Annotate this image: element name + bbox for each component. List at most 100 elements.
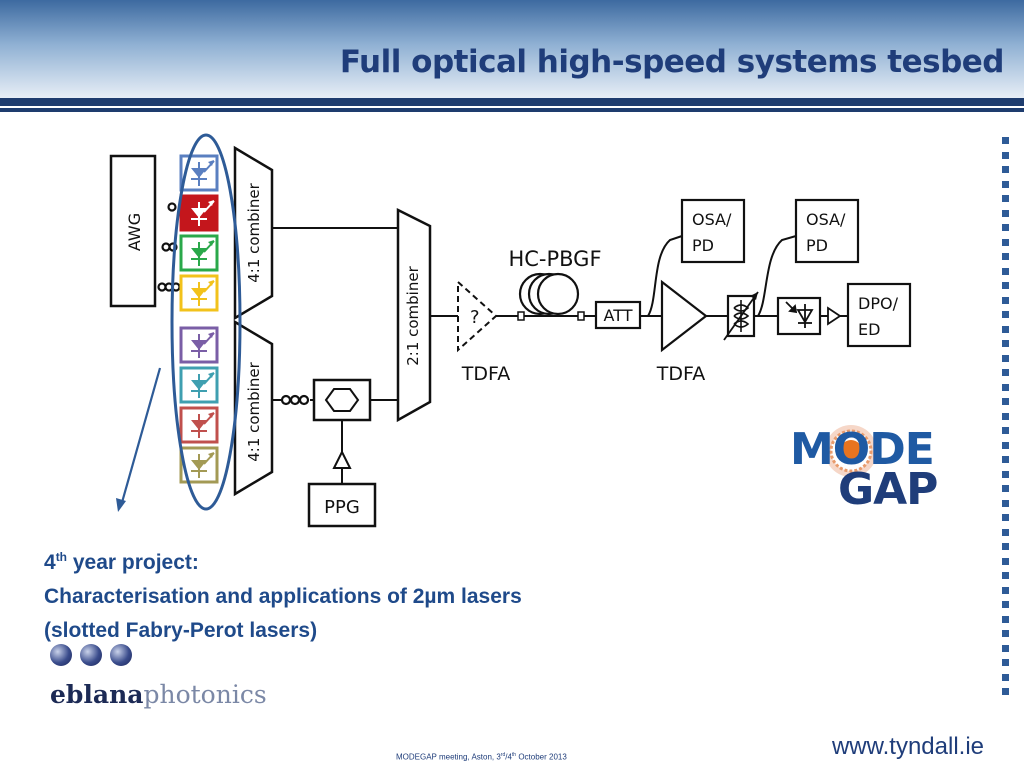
border-dot xyxy=(1002,369,1009,376)
tdfa-unknown-label: ? xyxy=(470,307,480,328)
awg-fiber-coils xyxy=(157,202,181,292)
border-dot xyxy=(1002,441,1009,449)
border-dot xyxy=(1002,325,1009,333)
ppg-box xyxy=(307,482,377,528)
laser-diode-icon xyxy=(179,366,219,404)
photodiode-icon xyxy=(785,301,814,328)
border-dot xyxy=(1002,383,1009,391)
combiner-bottom-label: 4:1 combiner xyxy=(245,361,263,461)
detector-output-arrow xyxy=(827,306,842,326)
border-dot xyxy=(1002,398,1009,405)
osa2-label-2: PD xyxy=(806,236,828,255)
laser-diode-icon xyxy=(179,274,219,312)
photodetector-box xyxy=(776,296,822,336)
ball-icon xyxy=(110,644,132,666)
awg-label: AWG xyxy=(125,213,144,251)
project-line-1: 4th year project: xyxy=(44,550,199,574)
project-line-3: (slotted Fabry-Perot lasers) xyxy=(44,619,318,642)
modulator-box xyxy=(312,378,372,422)
osa2-label-1: OSA/ xyxy=(806,210,846,229)
highlight-pointer-line xyxy=(119,367,162,507)
border-dot xyxy=(1002,282,1009,289)
modegap-fiber-emblem xyxy=(825,425,877,477)
border-dot xyxy=(1002,456,1009,463)
border-dot xyxy=(1002,543,1009,550)
combiner-main-label: 2:1 combiner xyxy=(404,265,422,365)
laser-diode-icon xyxy=(179,194,219,232)
osa1-label-1: OSA/ xyxy=(692,210,732,229)
att-box xyxy=(594,300,642,330)
border-dot xyxy=(1002,485,1009,492)
osa2-box xyxy=(794,198,860,264)
tdfa2-label: TDFA xyxy=(656,363,705,385)
tdfa1-label: TDFA xyxy=(461,363,510,385)
border-dot xyxy=(1002,673,1009,681)
header-divider xyxy=(0,98,1024,106)
osa2-tap xyxy=(757,235,797,317)
combiner-bottom-shape xyxy=(233,319,274,497)
modegap-logo-top: MODE xyxy=(790,424,935,475)
combiner-top-label: 4:1 combiner xyxy=(245,182,263,282)
border-dot xyxy=(1002,151,1009,159)
dpo-box xyxy=(846,282,912,348)
modulator-fiber-coils xyxy=(280,394,310,406)
border-dot xyxy=(1002,195,1009,202)
ppg-arrow xyxy=(332,449,352,469)
project-description: 4th year project: Characterisation and a… xyxy=(44,540,522,648)
highlight-pointer-arrowhead xyxy=(116,498,126,512)
border-dot xyxy=(1002,601,1009,608)
border-dot xyxy=(1002,572,1009,579)
border-dot xyxy=(1002,267,1009,275)
ball-icon xyxy=(50,644,72,666)
tdfa2-shape xyxy=(660,279,708,353)
laser-diode-icon xyxy=(179,406,219,444)
decorative-balls xyxy=(50,644,140,671)
border-dot xyxy=(1002,615,1009,623)
laser-array xyxy=(179,154,219,484)
footer-meeting-info: MODEGAP meeting, Aston, 3rd/4th October … xyxy=(396,752,567,762)
border-dot xyxy=(1002,340,1009,347)
ball-icon xyxy=(80,644,102,666)
border-dot xyxy=(1002,209,1009,217)
combiner-main-shape xyxy=(396,207,432,423)
hc-pbgf-label: HC-PBGF xyxy=(508,247,601,271)
border-dot xyxy=(1002,688,1009,695)
border-dot xyxy=(1002,412,1009,420)
modulator-icon xyxy=(324,388,360,412)
border-dot xyxy=(1002,630,1009,637)
dpo-label-1: DPO/ xyxy=(858,294,899,313)
border-dot xyxy=(1002,224,1009,231)
modegap-logo: MODE GAP xyxy=(790,418,940,518)
border-dot xyxy=(1002,644,1009,652)
border-dot xyxy=(1002,659,1009,666)
hc-pbgf-fiber xyxy=(496,272,596,321)
dotted-border xyxy=(1002,137,1010,703)
laser-diode-icon xyxy=(179,326,219,364)
border-dot xyxy=(1002,253,1009,260)
border-dot xyxy=(1002,166,1009,173)
border-dot xyxy=(1002,427,1009,434)
border-dot xyxy=(1002,311,1009,318)
att-label: ATT xyxy=(604,306,633,325)
page-title: Full optical high-speed systems tesbed xyxy=(339,44,1005,80)
eblana-photonics-logo: eblanaphotonics xyxy=(50,680,267,709)
osa1-label-2: PD xyxy=(692,236,714,255)
border-dot xyxy=(1002,528,1009,536)
project-line-2: Characterisation and applications of 2µm… xyxy=(44,585,522,608)
border-dot xyxy=(1002,180,1009,188)
header-banner xyxy=(0,0,1024,98)
awg-box xyxy=(109,154,157,308)
tdfa-unknown-shape xyxy=(457,279,498,353)
laser-diode-icon xyxy=(179,234,219,272)
ppg-label: PPG xyxy=(324,497,360,518)
osa1-box xyxy=(680,198,746,264)
dpo-label-2: ED xyxy=(858,320,880,339)
border-dot xyxy=(1002,296,1009,304)
border-dot xyxy=(1002,354,1009,362)
border-dot xyxy=(1002,586,1009,594)
border-dot xyxy=(1002,137,1009,144)
osa1-tap xyxy=(647,235,683,317)
border-dot xyxy=(1002,499,1009,507)
footer-url: www.tyndall.ie xyxy=(831,733,984,760)
